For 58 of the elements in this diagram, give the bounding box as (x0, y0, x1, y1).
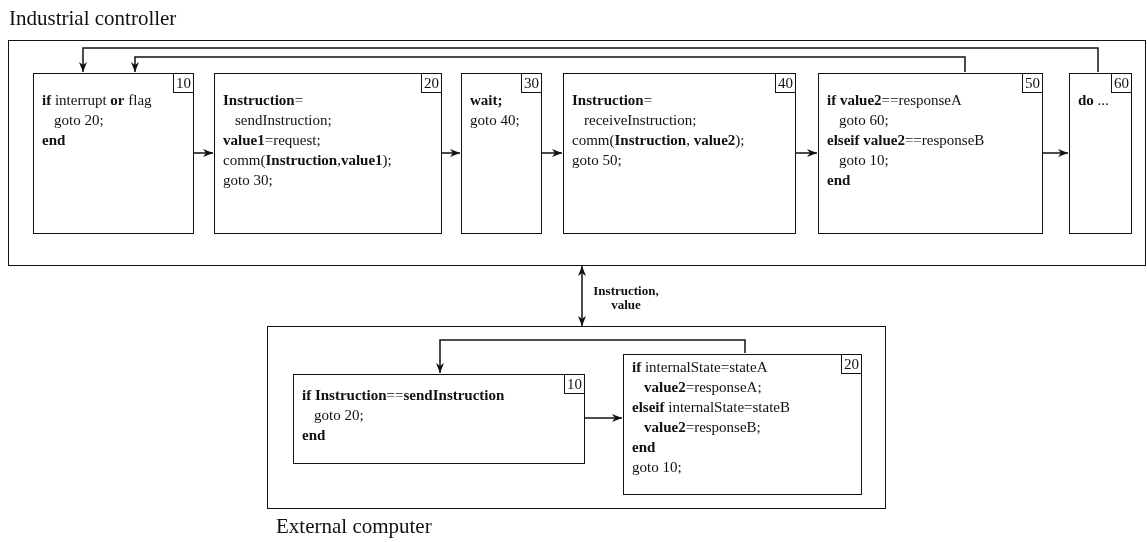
code-block-box (1069, 73, 1132, 234)
arrow (79, 47, 1099, 73)
code-line: sendInstruction; (234, 111, 332, 130)
code-line: value2=responseB; (643, 418, 761, 437)
code-line: value1=request; (223, 131, 321, 150)
code-line: goto 20; (313, 406, 364, 425)
step-number: 20 (841, 354, 862, 374)
code-block-box (563, 73, 796, 234)
arrow (794, 149, 818, 157)
code-line: Instruction= (572, 91, 653, 110)
code-block-box (818, 73, 1043, 234)
step-number: 50 (1022, 73, 1043, 93)
code-block-box (293, 374, 585, 464)
code-line: end (632, 438, 656, 457)
step-number: 10 (173, 73, 194, 93)
arrow (131, 56, 966, 73)
code-block-box (623, 354, 862, 495)
code-line: receiveInstruction; (583, 111, 697, 130)
code-line: if internalState=stateA (632, 358, 768, 377)
code-line: elseif internalState=stateB (632, 398, 790, 417)
code-line: end (302, 426, 326, 445)
arrow (436, 339, 746, 374)
section-heading: External computer (276, 514, 432, 538)
code-line: end (827, 171, 851, 190)
step-number: 10 (564, 374, 585, 394)
code-line: comm(Instruction,value1); (223, 151, 392, 170)
code-line: if interrupt or flag (42, 91, 152, 110)
code-block-box (33, 73, 194, 234)
arrow (578, 265, 586, 327)
code-line: value2=responseA; (643, 378, 762, 397)
step-number: 60 (1111, 73, 1132, 93)
code-line: goto 20; (53, 111, 104, 130)
code-line: goto 10; (632, 458, 682, 477)
arrow (540, 149, 563, 157)
arrow (192, 149, 214, 157)
code-line: if value2==responseA (827, 91, 962, 110)
code-line: goto 40; (470, 111, 520, 130)
edge-label: Instruction, value (592, 284, 660, 312)
code-block-box (461, 73, 542, 234)
code-line: goto 30; (223, 171, 273, 190)
code-line: comm(Instruction, value2); (572, 131, 745, 150)
step-number: 30 (521, 73, 542, 93)
code-line: goto 10; (838, 151, 889, 170)
step-number: 20 (421, 73, 442, 93)
section-heading: Industrial controller (9, 6, 177, 30)
code-line: end (42, 131, 66, 150)
arrow (1041, 149, 1069, 157)
code-line: if Instruction==sendInstruction (302, 386, 505, 405)
code-block-box (214, 73, 442, 234)
code-line: goto 50; (572, 151, 622, 170)
code-line: do ... (1078, 91, 1109, 110)
code-line: goto 60; (838, 111, 889, 130)
step-number: 40 (775, 73, 796, 93)
code-line: wait; (470, 91, 503, 110)
code-line: elseif value2==responseB (827, 131, 985, 150)
code-line: Instruction= (223, 91, 304, 110)
arrow (583, 414, 623, 422)
arrow (440, 149, 461, 157)
